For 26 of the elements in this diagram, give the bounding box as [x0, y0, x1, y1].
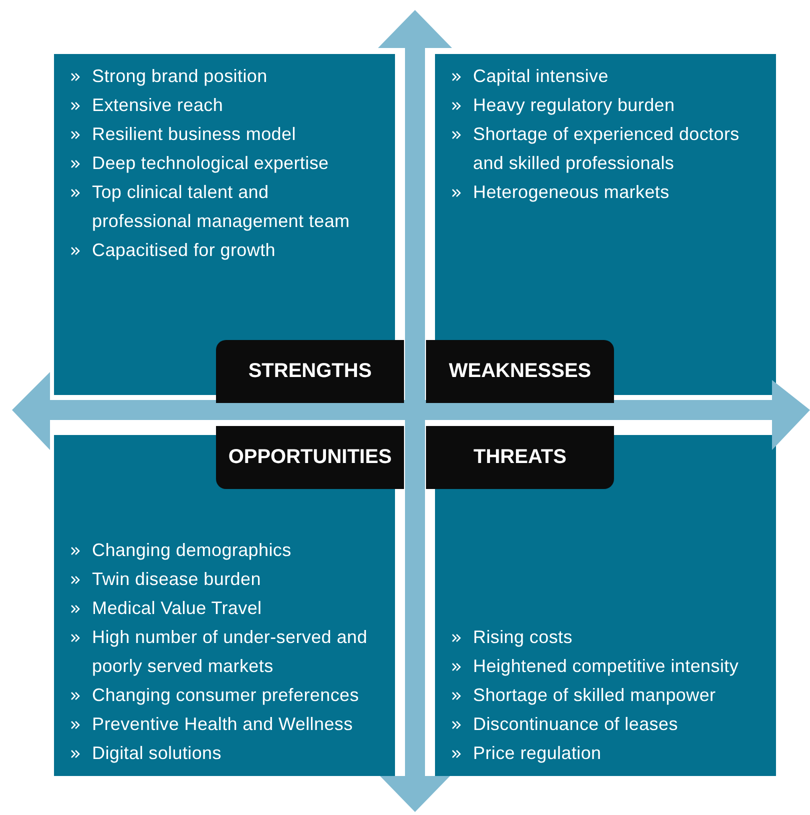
quadrant-heading: THREATS — [426, 426, 614, 489]
list-item: Digital solutions — [92, 742, 222, 765]
list-item: Shortage of skilled manpower — [473, 684, 716, 707]
list-item: Rising costs — [473, 626, 572, 649]
list-item: Capacitised for growth — [92, 239, 276, 262]
list-item: Extensive reach — [92, 94, 224, 117]
list-item: Deep technological expertise — [92, 152, 329, 175]
list-item: Discontinuance of leases — [473, 713, 678, 736]
list-item: High number of under-served and poorly served markets — [92, 626, 368, 678]
list-item: Heightened competitive intensity — [473, 655, 739, 678]
list-item: Twin disease burden — [92, 568, 261, 591]
list-item: Price regulation — [473, 742, 602, 765]
list-item: Shortage of experienced doctors and skilled professionals — [473, 123, 740, 175]
list-item: Heterogeneous markets — [473, 181, 670, 204]
list-item: Capital intensive — [473, 65, 608, 88]
quadrant-heading: WEAKNESSES — [426, 340, 614, 403]
quadrant-heading: STRENGTHS — [216, 340, 404, 403]
list-item: Strong brand position — [92, 65, 268, 88]
list-item: Preventive Health and Wellness — [92, 713, 353, 736]
list-item: Changing demographics — [92, 539, 292, 562]
list-item: Changing consumer preferences — [92, 684, 359, 707]
list-item: Heavy regulatory burden — [473, 94, 675, 117]
list-item: Top clinical talent and professional management team — [92, 181, 351, 233]
list-item: Medical Value Travel — [92, 597, 262, 620]
quadrant-heading: OPPORTUNITIES — [216, 426, 404, 489]
list-item: Resilient business model — [92, 123, 296, 146]
